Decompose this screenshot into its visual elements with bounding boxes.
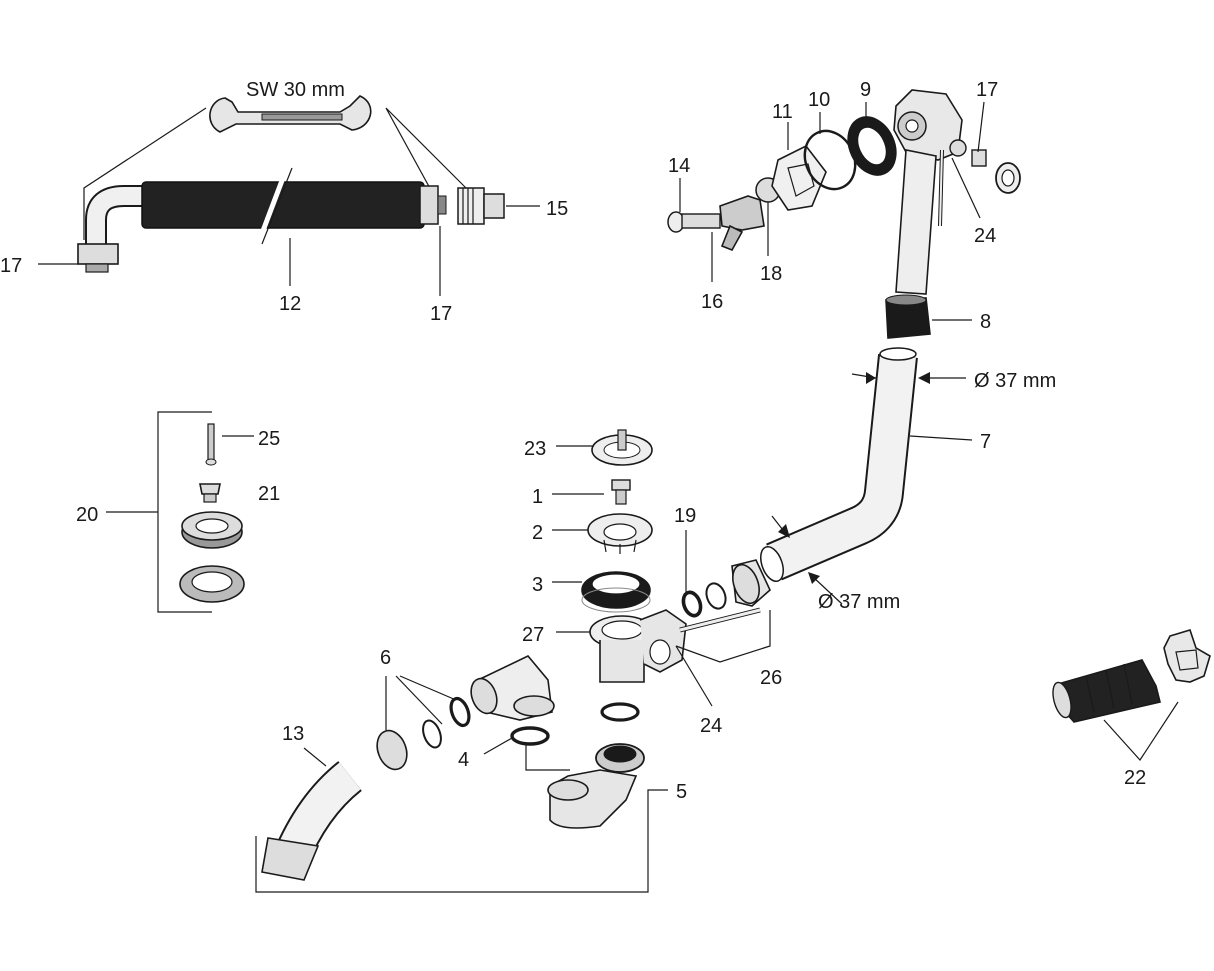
wrench-leader-left [83, 107, 207, 240]
o-ring-center [600, 702, 640, 722]
star-cap-22 [1163, 629, 1211, 683]
callout-6: 6 [380, 647, 391, 669]
union-nut-6 [376, 696, 471, 771]
overflow-valve-knob [667, 177, 781, 252]
strainer-2 [587, 513, 653, 554]
gasket-3 [581, 571, 651, 613]
trap-body-5 [547, 743, 645, 829]
elbow-trap [470, 655, 555, 721]
washer-thin [179, 565, 245, 603]
callout-16: 16 [701, 291, 723, 313]
drain-pipe [760, 347, 918, 583]
callout-2: 2 [532, 522, 543, 544]
screw-1 [611, 479, 631, 505]
diameter-label-upper: Ø 37 mm [974, 370, 1056, 392]
rosette-part [771, 144, 827, 211]
callout-9: 9 [860, 79, 871, 101]
callout-8: 8 [980, 311, 991, 333]
seal-ring-9 [847, 116, 897, 176]
callout-4: 4 [458, 749, 469, 771]
wrench-icon [209, 95, 372, 133]
washer-thick [181, 511, 243, 549]
callout-11: 11 [772, 101, 793, 123]
callout-17a: 17 [0, 255, 22, 277]
callout-13: 13 [282, 723, 304, 745]
callout-10: 10 [808, 89, 830, 111]
callout-14: 14 [668, 155, 690, 177]
callout-25: 25 [258, 428, 280, 450]
callout-24a: 24 [974, 225, 996, 247]
callout-17c: 17 [976, 79, 998, 101]
o-ring-4 [510, 726, 550, 746]
callout-26: 26 [760, 667, 782, 689]
o-ring-19 [681, 582, 727, 618]
outlet-pipe-13 [261, 761, 363, 881]
callout-7: 7 [980, 431, 991, 453]
drain-cap-23 [591, 429, 653, 466]
coupling-8 [885, 294, 931, 339]
callout-18: 18 [760, 263, 782, 285]
callout-22: 22 [1124, 767, 1146, 789]
diameter-label-lower: Ø 37 mm [818, 591, 900, 613]
callout-1: 1 [532, 486, 543, 508]
callout-19: 19 [674, 505, 696, 527]
callout-3: 3 [532, 574, 543, 596]
drain-body-27 [589, 607, 761, 683]
union-nut [731, 559, 771, 607]
overflow-body [893, 89, 967, 295]
callout-5: 5 [676, 781, 687, 803]
cartridge-22 [1052, 659, 1161, 723]
callout-27: 27 [522, 624, 544, 646]
callout-12: 12 [279, 293, 301, 315]
callout-24b: 24 [700, 715, 722, 737]
wrench-leader-right [385, 107, 467, 193]
part-22-leader [1103, 701, 1179, 761]
callout-23: 23 [524, 438, 546, 460]
callout-15: 15 [546, 198, 568, 220]
screw-21 [199, 483, 221, 503]
callout-17b: 17 [430, 303, 452, 325]
flex-hose [77, 167, 447, 273]
small-nut-17 [971, 149, 1021, 194]
callout-20: 20 [76, 504, 98, 526]
connector-fitting [457, 187, 505, 225]
callout-21: 21 [258, 483, 280, 505]
bolt-25 [205, 423, 217, 466]
wrench-size-label: SW 30 mm [246, 79, 345, 101]
